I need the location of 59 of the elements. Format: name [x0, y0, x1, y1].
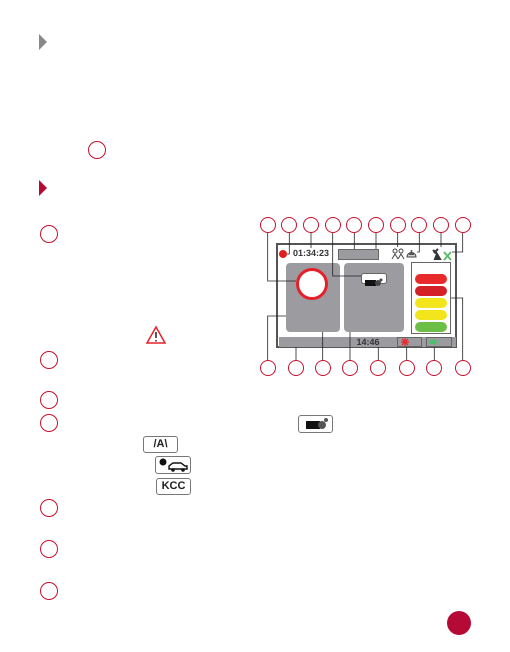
leader-line [450, 298, 464, 360]
symbol-label: KCC [156, 478, 191, 495]
leader-line [354, 232, 355, 250]
callout-circle [288, 360, 304, 376]
callout-circle [260, 217, 276, 233]
recording-dot [279, 250, 287, 258]
level-indicator-panel [411, 262, 451, 334]
status-bar [279, 337, 456, 347]
time-readout: 14:46 [352, 337, 384, 347]
callout-circle [454, 217, 471, 233]
leader-line [434, 346, 435, 360]
leader-line [267, 316, 286, 360]
callout-circle [40, 499, 58, 517]
callout-circle [40, 582, 58, 600]
symbol-label: /A\ [143, 436, 178, 453]
leader-line [286, 232, 290, 254]
cloud-icon [406, 248, 417, 258]
callout-circle [40, 391, 58, 409]
callout-circle [411, 217, 428, 233]
time-readout: 01:34:23 [289, 248, 333, 259]
status-field [338, 249, 379, 260]
callout-circle [88, 141, 106, 159]
leader-line [378, 346, 379, 360]
callout-circle [370, 360, 386, 376]
callout-circle [433, 217, 449, 233]
callout-circle [454, 360, 471, 376]
camera-icon [361, 273, 387, 284]
display-screen [276, 243, 457, 348]
leader-line [406, 346, 408, 360]
speed-ring [296, 268, 328, 300]
callout-circle [40, 414, 58, 432]
warning-indicator [397, 337, 422, 347]
callout-circle [40, 540, 58, 558]
people-icon [391, 247, 405, 259]
callout-circle [40, 351, 58, 369]
callout-circle [398, 360, 415, 376]
antenna-icon [431, 247, 443, 259]
leader-line [397, 232, 398, 248]
callout-circle [390, 217, 406, 233]
callout-circle [346, 217, 362, 233]
callout-circle [260, 360, 276, 376]
display-panel [286, 263, 340, 332]
sound-indicator [426, 337, 452, 347]
callout-circle [324, 217, 341, 233]
display-panel [344, 263, 404, 332]
leader-line [440, 232, 442, 248]
callout-circle [368, 217, 384, 233]
leader-line [267, 232, 296, 282]
callout-circle [342, 360, 358, 376]
leader-line [310, 232, 312, 248]
leader-line [332, 232, 362, 276]
leader-line [452, 232, 464, 252]
callout-circle [303, 217, 319, 233]
callout-circle [314, 360, 331, 376]
leader-line [416, 232, 420, 252]
callout-circle [40, 225, 58, 243]
callout-circle [426, 360, 442, 376]
leader-line [322, 332, 324, 360]
callout-circle [281, 217, 298, 233]
